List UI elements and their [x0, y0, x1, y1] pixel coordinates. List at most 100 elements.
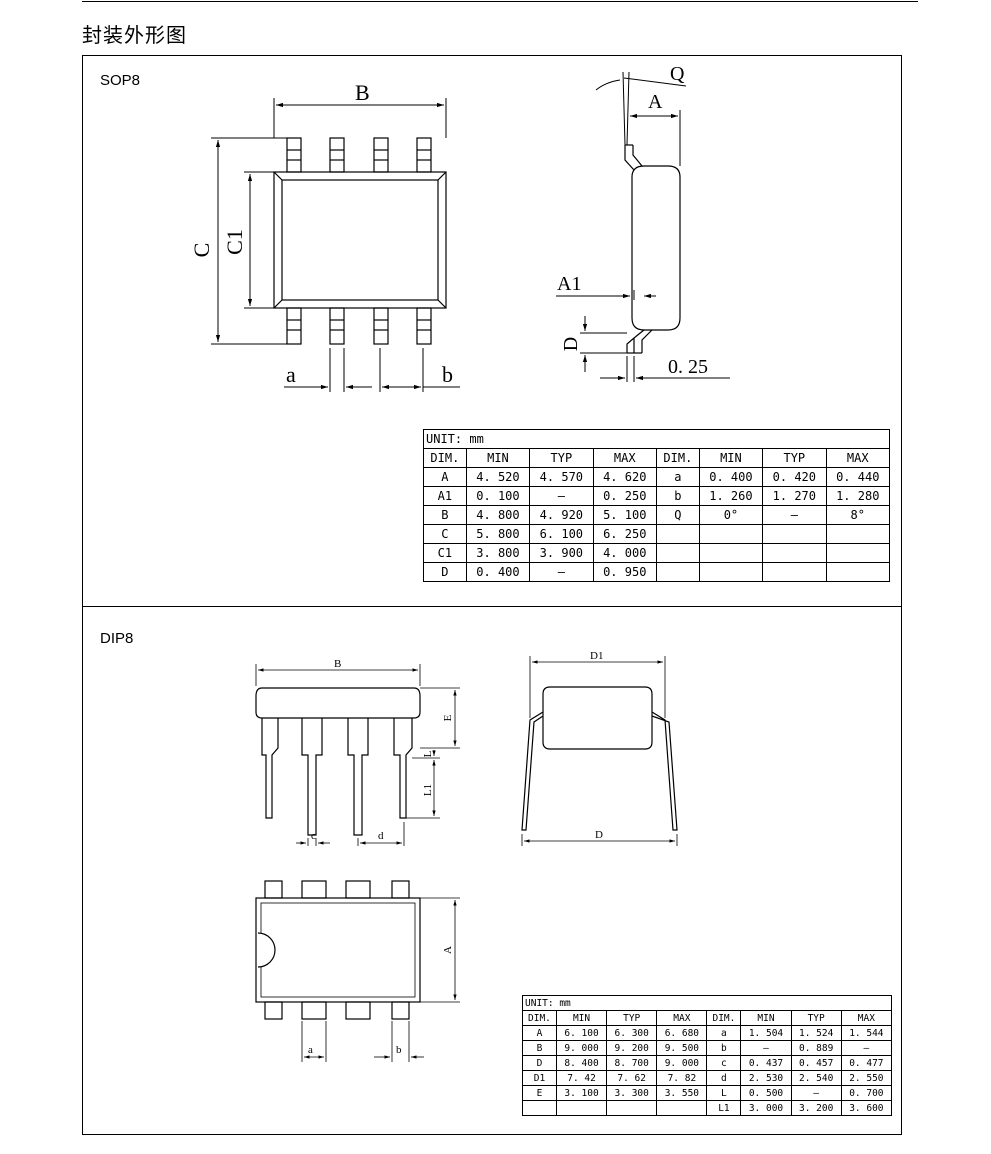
- table-cell: A: [522, 1025, 557, 1041]
- table-cell: 0. 700: [840, 1085, 893, 1101]
- dip8-dim-e: E: [442, 714, 454, 721]
- table-cell: 7. 82: [656, 1070, 708, 1086]
- header-cell: TYP: [529, 448, 594, 468]
- dip8-dim-d1: D1: [590, 650, 603, 662]
- table-cell: [762, 543, 827, 563]
- table-cell: [606, 1100, 658, 1116]
- table-cell: 9. 000: [555, 1040, 608, 1056]
- table-cell: 1. 524: [790, 1025, 842, 1041]
- header-cell: MIN: [465, 448, 531, 468]
- table-cell: 1. 260: [698, 486, 764, 506]
- table-cell: L1: [706, 1100, 742, 1116]
- dip8-top-view: [255, 880, 421, 1020]
- table-cell: 6. 100: [555, 1025, 608, 1041]
- table-cell: [762, 524, 827, 544]
- section-title: 封装外形图: [82, 23, 187, 47]
- header-cell: MIN: [698, 448, 764, 468]
- table-cell: D: [522, 1055, 557, 1071]
- table-cell: a: [706, 1025, 742, 1041]
- table-cell: [655, 543, 700, 563]
- table-cell: [656, 1100, 708, 1116]
- table-cell: 6. 680: [656, 1025, 708, 1041]
- table-cell: –: [840, 1040, 893, 1056]
- table-cell: C1: [423, 543, 467, 563]
- table-cell: –: [740, 1040, 792, 1056]
- table-cell: 0. 437: [740, 1055, 792, 1071]
- sop8-dim-a1: A1: [557, 273, 581, 295]
- table-cell: A: [423, 467, 467, 487]
- dip8-dim-a-small: a: [308, 1044, 313, 1056]
- header-cell: TYP: [762, 448, 827, 468]
- table-cell: –: [529, 562, 594, 582]
- table-cell: 0. 420: [762, 467, 827, 487]
- table-cell: 0. 400: [465, 562, 531, 582]
- dip8-dimension-table: UNIT: mm DIM. MIN TYP MAX DIM. MIN TYP M…: [522, 995, 893, 1116]
- table-cell: 3. 800: [465, 543, 531, 563]
- header-cell: DIM.: [655, 448, 700, 468]
- table-cell: 1. 504: [740, 1025, 792, 1041]
- table-cell: 8°: [825, 505, 891, 525]
- table-cell: 4. 520: [465, 467, 531, 487]
- sop8-top-pins: [286, 137, 432, 173]
- table-cell: [825, 524, 891, 544]
- table-cell: [698, 524, 764, 544]
- header-cell: TYP: [606, 1010, 658, 1026]
- sop8-table-unit: UNIT: mm: [423, 429, 890, 449]
- sop8-side-view: [624, 144, 681, 354]
- table-cell: 4. 920: [529, 505, 594, 525]
- table-cell: 6. 250: [592, 524, 657, 544]
- table-cell: [698, 562, 764, 582]
- dip8-side-view: [521, 686, 678, 831]
- table-cell: 5. 800: [465, 524, 531, 544]
- table-cell: 0. 950: [592, 562, 657, 582]
- header-cell: MAX: [825, 448, 891, 468]
- table-cell: 0. 100: [465, 486, 531, 506]
- dip8-front-dimensions: [255, 664, 460, 846]
- table-cell: [698, 543, 764, 563]
- header-cell: MAX: [840, 1010, 893, 1026]
- table-cell: D: [423, 562, 467, 582]
- table-cell: 1. 280: [825, 486, 891, 506]
- dip8-table-unit: UNIT: mm: [522, 995, 892, 1011]
- table-cell: 5. 100: [592, 505, 657, 525]
- dip8-dim-d: D: [595, 829, 603, 841]
- header-cell: DIM.: [423, 448, 467, 468]
- table-cell: 3. 200: [790, 1100, 842, 1116]
- dip8-top-dimensions: [301, 897, 460, 1062]
- table-cell: 0. 889: [790, 1040, 842, 1056]
- package-frame: [82, 55, 902, 1135]
- table-cell: C: [423, 524, 467, 544]
- sop8-bottom-pins: [286, 307, 432, 345]
- table-cell: –: [529, 486, 594, 506]
- table-cell: 3. 900: [529, 543, 594, 563]
- table-cell: 3. 100: [555, 1085, 608, 1101]
- sop8-dim-a: A: [648, 91, 663, 113]
- top-rule: [82, 1, 918, 2]
- table-cell: 1. 544: [840, 1025, 893, 1041]
- table-cell: 0. 400: [698, 467, 764, 487]
- table-cell: 3. 550: [656, 1085, 708, 1101]
- table-cell: [655, 562, 700, 582]
- table-cell: 0. 500: [740, 1085, 792, 1101]
- table-cell: 9. 200: [606, 1040, 658, 1056]
- sop8-dim-c1: C1: [222, 229, 247, 255]
- table-cell: [655, 524, 700, 544]
- table-cell: 6. 300: [606, 1025, 658, 1041]
- table-cell: d: [706, 1070, 742, 1086]
- table-cell: 2. 530: [740, 1070, 792, 1086]
- table-cell: A1: [423, 486, 467, 506]
- sop8-table-header: DIM. MIN TYP MAX DIM. MIN TYP MAX: [423, 448, 891, 468]
- table-cell: b: [655, 486, 700, 506]
- table-cell: 7. 62: [606, 1070, 658, 1086]
- table-cell: B: [522, 1040, 557, 1056]
- table-cell: 4. 800: [465, 505, 531, 525]
- table-cell: 0. 440: [825, 467, 891, 487]
- dip8-label: DIP8: [100, 630, 134, 647]
